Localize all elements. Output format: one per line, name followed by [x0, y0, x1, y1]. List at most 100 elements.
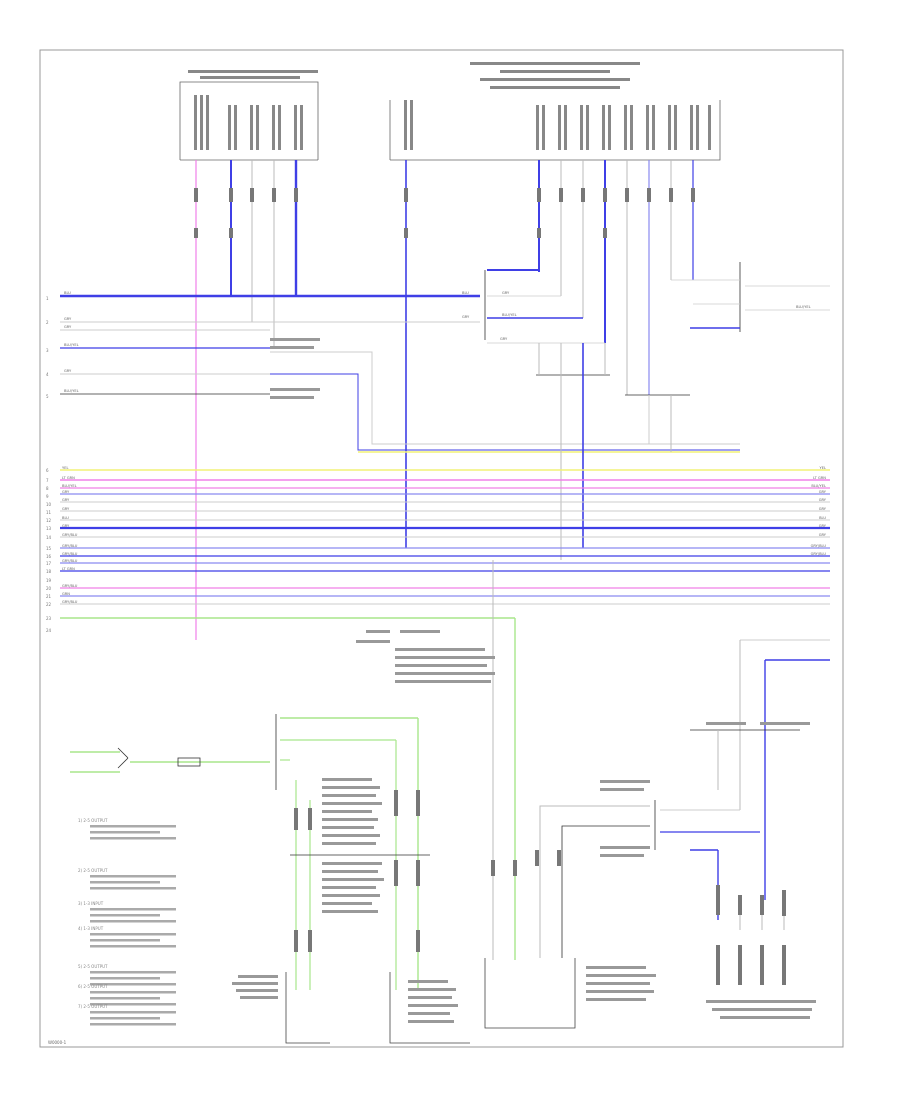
pin-number: 8: [46, 486, 49, 491]
bus-label-left: LT GRN: [62, 476, 75, 480]
note-text-block: [90, 837, 176, 840]
bus-label-left: GRY: [62, 490, 70, 494]
bottom-components: [285, 958, 576, 1044]
wire-label: GRY: [500, 337, 508, 341]
note-text-block: [90, 983, 176, 986]
note-text-block: [90, 997, 160, 1000]
note-text-block: [90, 1011, 176, 1014]
bus-label-right: GRY/BLU: [811, 544, 827, 548]
note-line: 6) 2-5 OUTPUT: [78, 984, 108, 989]
pin-number: 19: [46, 578, 52, 583]
pin-number: 4: [46, 372, 49, 377]
bus-label-right: BLU/YEL: [811, 484, 826, 488]
note-text-block: [90, 920, 176, 923]
pin-number: 24: [46, 628, 52, 633]
wire-label: BLU: [64, 291, 71, 295]
note-text-block: [90, 933, 176, 936]
connector-pin-labels: [194, 95, 711, 150]
pin-number: 3: [46, 348, 49, 353]
note-text-block: [90, 991, 176, 994]
bus-label-left: LT GRN: [62, 567, 75, 571]
wire-label: GRY: [462, 315, 470, 319]
note-text-block: [90, 831, 160, 834]
lower-right-wiring: [539, 639, 830, 958]
note-text-block: [90, 1017, 160, 1020]
wire-markers: [194, 188, 695, 238]
lower-right-markers: [716, 885, 786, 985]
bus-label-right: YEL: [820, 466, 826, 470]
pin-number: 22: [46, 602, 52, 607]
diagram-frame: [39, 49, 844, 1048]
pin-number: 20: [46, 586, 52, 591]
pin-number: 7: [46, 478, 49, 483]
top-drop-wires: [195, 160, 694, 640]
bus-label-left: GRY/BLU: [62, 544, 78, 548]
pin-number: 18: [46, 569, 52, 574]
pin-number: 2: [46, 320, 49, 325]
bus-label-left: YEL: [62, 466, 68, 470]
note-line: 7) 2-5 OUTPUT: [78, 1004, 108, 1009]
note-line: 5) 2-5 OUTPUT: [78, 964, 108, 969]
wire-label: GRY: [64, 325, 72, 329]
wire-label: BLU/YEL: [64, 343, 79, 347]
wire-label: GRY: [64, 317, 72, 321]
bus-label-left: GRY: [62, 507, 70, 511]
note-text-block: [90, 881, 160, 884]
note-text-block: [90, 971, 176, 974]
pin-number: 14: [46, 535, 52, 540]
note-text-block: [90, 875, 176, 878]
pin-number: 12: [46, 518, 52, 523]
bus-label-right: GRY: [819, 533, 827, 537]
bus-label-left: BLU: [62, 516, 69, 520]
bus-label-left: GRY/BLU: [62, 559, 78, 563]
wire-label: BLU/YEL: [502, 313, 517, 317]
note-text-block: [90, 908, 176, 911]
pin-number: 11: [46, 510, 52, 515]
bus-label-right: GRY: [819, 507, 827, 511]
pin-number: 21: [46, 594, 52, 599]
wire-label: BLU: [462, 291, 469, 295]
note-text-block: [90, 939, 160, 942]
note-text-block: [90, 1003, 176, 1006]
note-text-block: [90, 914, 160, 917]
pin-number: 10: [46, 502, 52, 507]
wire-label: BLU/YEL: [796, 305, 811, 309]
pin-number: 23: [46, 616, 52, 621]
bus-label-left: GRY/BLU: [62, 533, 78, 537]
bus-label-left: GRY: [62, 524, 70, 528]
wire-label: GRY: [502, 291, 510, 295]
pin-number: 17: [46, 561, 52, 566]
pin-number: 6: [46, 468, 49, 473]
note-text-block: [90, 977, 160, 980]
note-line: 3) 1-3 INPUT: [78, 901, 104, 906]
bus-label-left: GRY/BLU: [62, 600, 78, 604]
pin-number: 1: [46, 296, 49, 301]
bus-label-left: GRY/BLU: [62, 552, 78, 556]
note-text-block: [90, 887, 176, 890]
bus-label-left: BLU/YEL: [62, 484, 77, 488]
splice-drop-wires: [538, 343, 672, 560]
note-line: 1) 2-5 OUTPUT: [78, 818, 108, 823]
pin-number: 9: [46, 494, 49, 499]
note-text-block: [90, 1023, 176, 1026]
upper-left-wires: [60, 294, 740, 453]
bus-label-right: BLU: [819, 516, 826, 520]
footer-code: W0000-1: [48, 1040, 67, 1045]
lower-markers: [294, 790, 561, 952]
note-text-block: [90, 945, 176, 948]
bus-label-right: LT GRN: [813, 476, 826, 480]
bus-label-right: GRY: [819, 524, 827, 528]
bus-label-left: GRY: [62, 498, 70, 502]
top-connector-right: [389, 62, 721, 161]
wire-label: BLU/YEL: [64, 389, 79, 393]
bus-label-left: GRN: [62, 592, 70, 596]
bottom-text-blocks: [232, 338, 816, 1023]
pin-number: 5: [46, 394, 49, 399]
pin-number: 15: [46, 546, 52, 551]
upper-middle-splices: [484, 262, 830, 396]
pin-number: 13: [46, 526, 52, 531]
